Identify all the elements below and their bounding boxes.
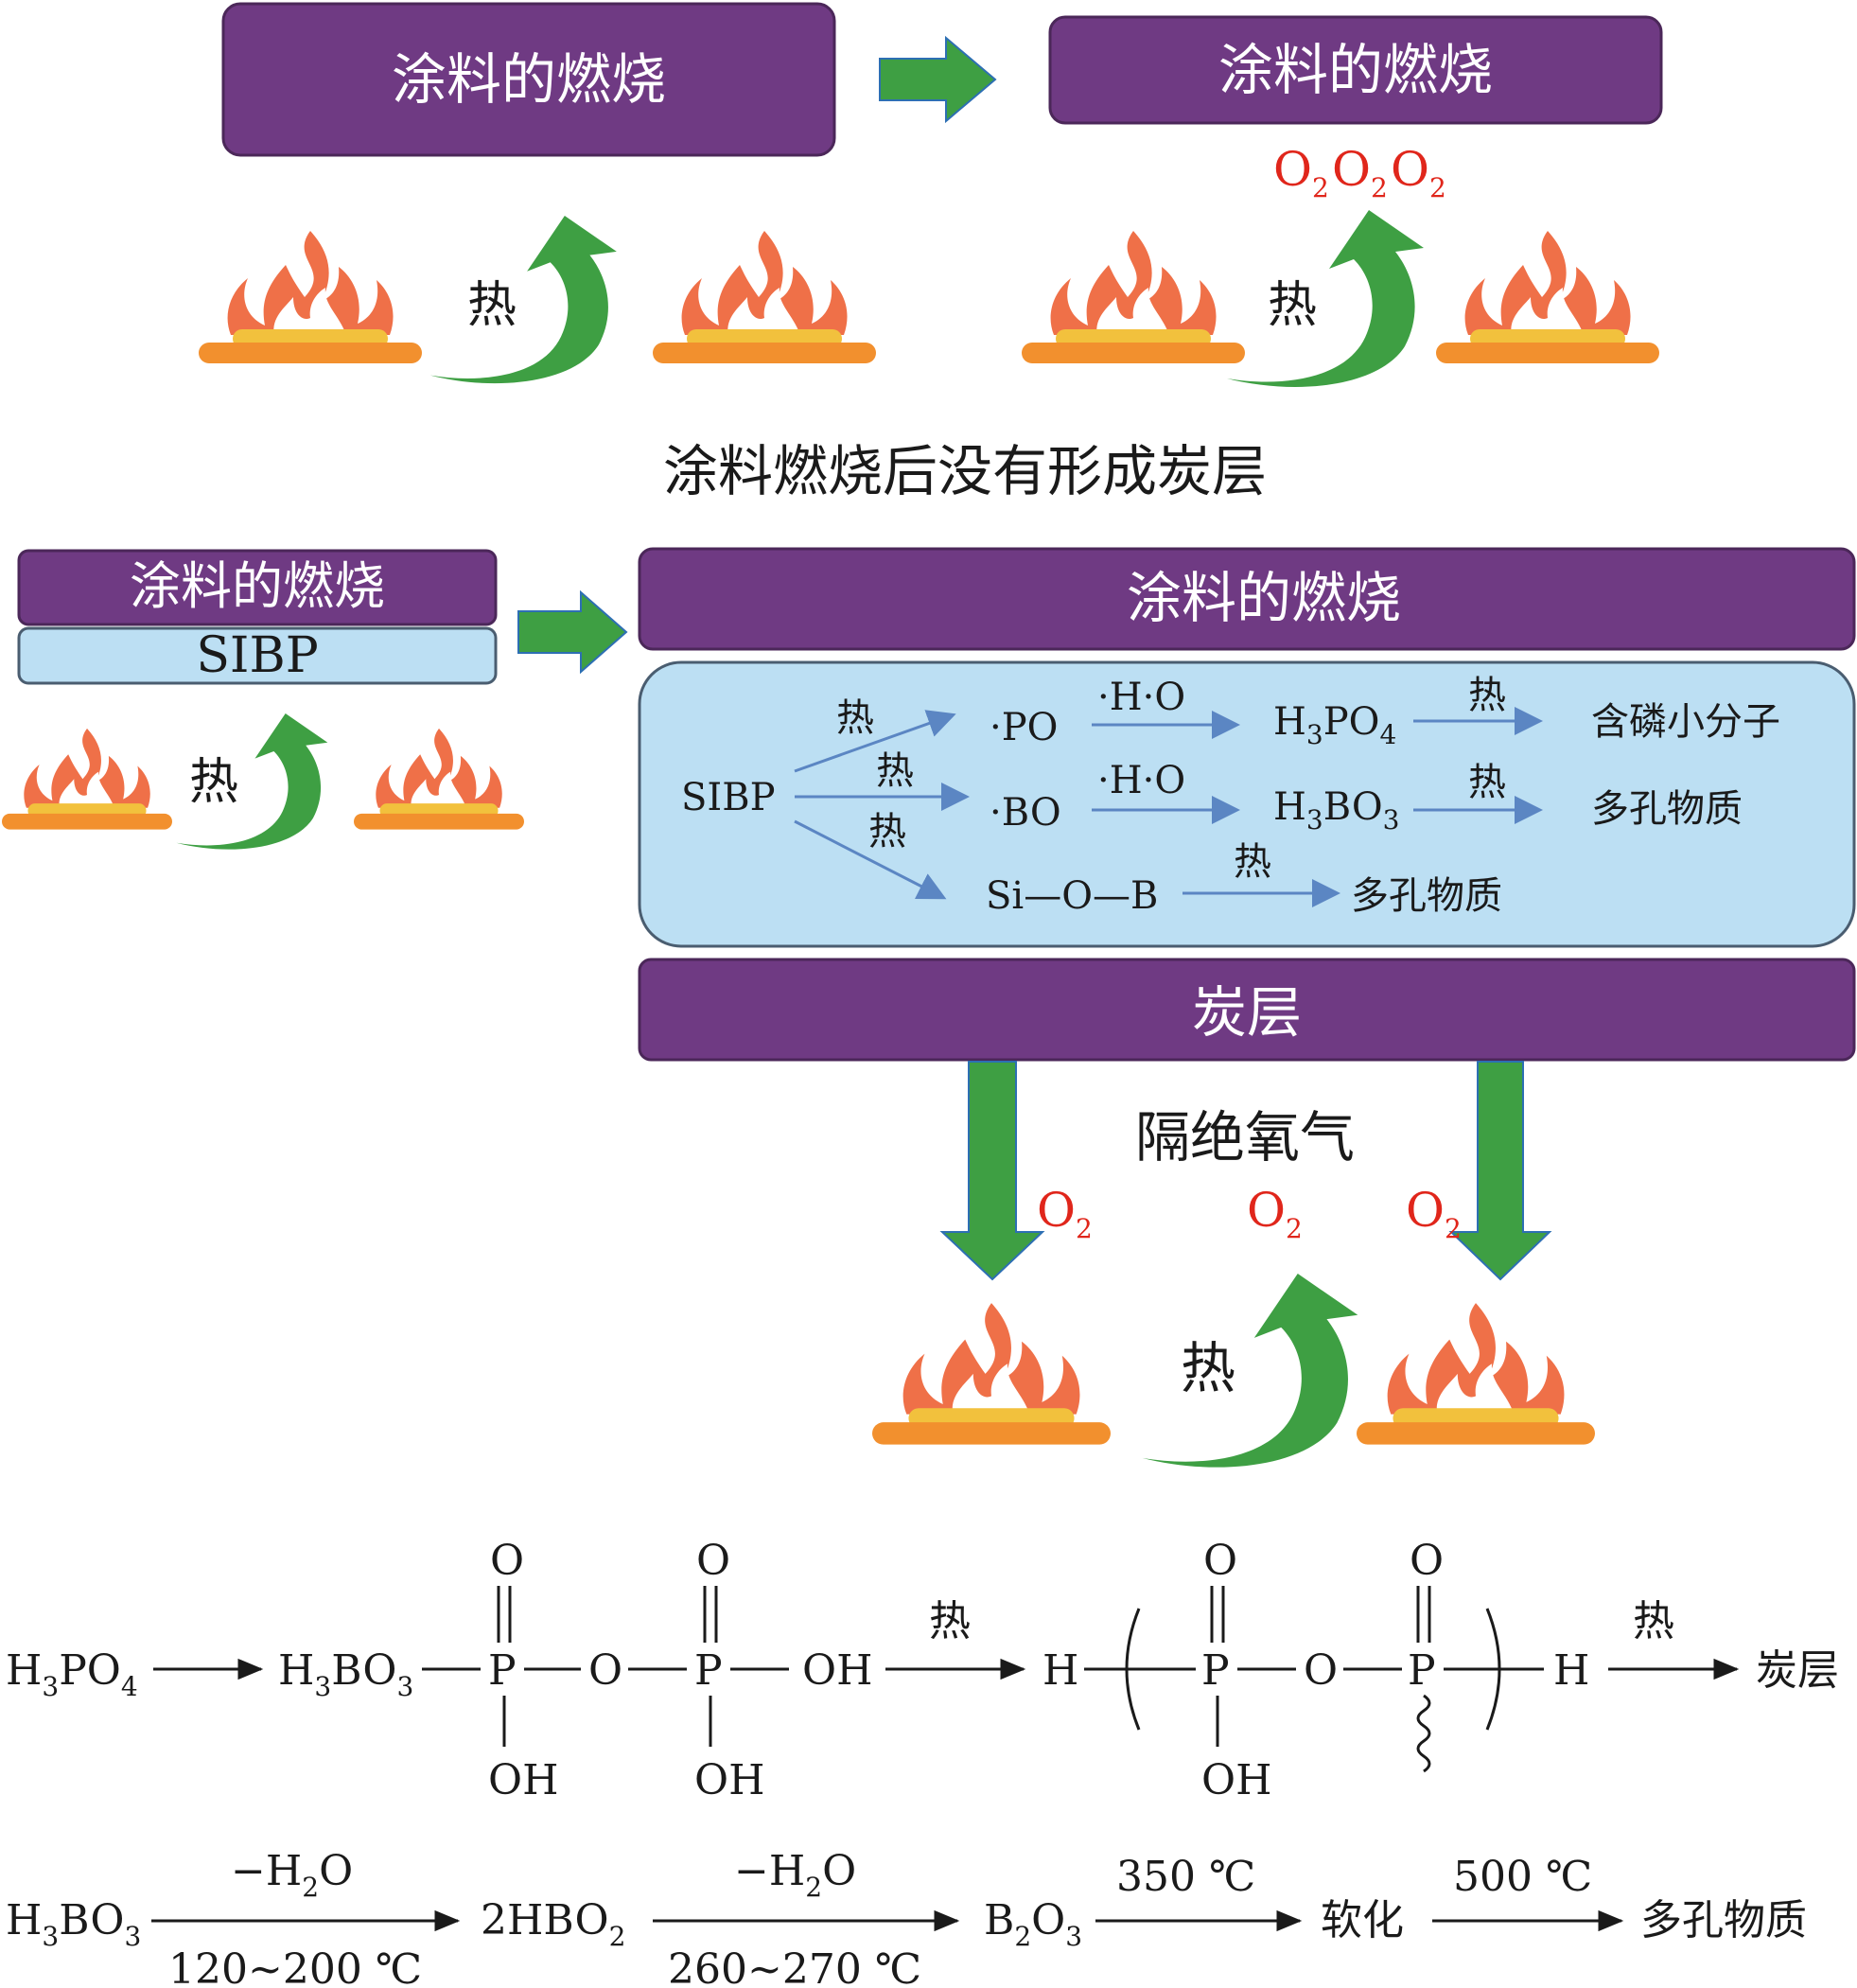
o2-label: O2	[1247, 1183, 1303, 1244]
middle-big-box	[638, 547, 1856, 651]
phosphorus-atom: P	[1201, 1646, 1230, 1695]
heat-label: 热	[836, 696, 874, 740]
hydroxyl: OH	[802, 1646, 872, 1695]
top-right-box-label: 涂料的燃烧	[1218, 38, 1493, 102]
hydroxyl: OH	[694, 1756, 764, 1804]
h3po4-formula: H3PO4	[1273, 700, 1396, 750]
phosphorus-small-molecules: 含磷小分子	[1591, 700, 1780, 744]
middle-right-arrow	[517, 589, 628, 675]
top-left-box	[221, 2, 836, 157]
h3po4-formula: H3PO4	[6, 1646, 138, 1702]
down-arrow-right	[1448, 1061, 1552, 1281]
char-layer-product: 炭层	[1756, 1646, 1839, 1695]
temperature-condition: 260~270 ℃	[668, 1945, 921, 1988]
h3bo3-formula: H3BO3	[1273, 785, 1399, 836]
temperature-condition: 350 ℃	[1116, 1853, 1255, 1901]
h3bo3-formula: H3BO3	[6, 1896, 141, 1952]
porous-material: 多孔物质	[1640, 1896, 1807, 1944]
oxygen-atom: O	[696, 1537, 730, 1585]
hydrogen-atom: H	[1553, 1646, 1589, 1695]
oxygen-atom: O	[588, 1646, 622, 1695]
ho-radical-label: ·H·O	[1097, 759, 1185, 802]
hydrogen-atom: H	[1042, 1646, 1078, 1695]
top-right-box	[1048, 15, 1663, 125]
middle-big-box-label: 涂料的燃烧	[1127, 566, 1401, 630]
reaction-arrow	[794, 819, 947, 900]
flame-icon	[199, 231, 422, 363]
temperature-condition: 500 ℃	[1453, 1853, 1592, 1901]
heat-label: 热	[868, 810, 906, 853]
porous-material: 多孔物质	[1351, 874, 1502, 918]
sibp-reactant: SIBP	[681, 776, 776, 819]
flame-icon	[1022, 231, 1245, 363]
heat-label: 热	[1268, 277, 1317, 334]
equation-phosphoric: H3PO4 H3BO3 P O OH O P O OH OH 热 H P O O…	[6, 1537, 1839, 1804]
sibp-box	[17, 626, 498, 685]
minus-water-label: −H2O	[231, 1847, 353, 1903]
o2-label: O2	[1273, 142, 1329, 203]
equation-boric: H3BO3 −H2O 120~200 ℃ 2HBO2 −H2O 260~270 …	[6, 1847, 1807, 1988]
flame-icon	[2, 728, 172, 830]
soften-label: 软化	[1321, 1896, 1404, 1944]
hbo2-formula: 2HBO2	[481, 1896, 625, 1952]
bo-radical: ·BO	[990, 791, 1061, 835]
heat-label: 热	[467, 277, 517, 334]
middle-small-box-label: 涂料的燃烧	[130, 556, 385, 616]
middle-section: 涂料的燃烧 SIBP 热 涂料的燃烧 SIBP 热 热 热 ·PO ·BO ·H…	[2, 547, 1856, 1468]
h3bo3-formula: H3BO3	[278, 1646, 413, 1702]
oxygen-atom: O	[490, 1537, 524, 1585]
flame-icon	[354, 728, 524, 830]
flame-icon	[1436, 231, 1659, 363]
o2-label: O2	[1391, 142, 1446, 203]
hydroxyl: OH	[488, 1756, 558, 1804]
o2-label: O2	[1406, 1183, 1462, 1244]
flame-icon	[1357, 1303, 1595, 1445]
top-left-box-label: 涂料的燃烧	[392, 47, 666, 112]
po-radical: ·PO	[990, 706, 1058, 749]
down-arrow-left	[939, 1061, 1045, 1281]
middle-small-box	[17, 549, 498, 626]
oxygen-atom: O	[1304, 1646, 1338, 1695]
top-caption: 涂料燃烧后没有形成炭层	[663, 439, 1267, 503]
heat-label: 热	[1234, 840, 1271, 884]
heat-label: 热	[1181, 1336, 1235, 1400]
heat-label: 热	[1468, 674, 1506, 717]
oxygen-atom: O	[1410, 1537, 1444, 1585]
heat-label: 热	[876, 749, 914, 793]
top-section: 涂料的燃烧 涂料的燃烧 O2 O2 O2 热 热 涂料燃烧后没有形成炭层	[199, 2, 1663, 503]
phosphorus-atom: P	[488, 1646, 517, 1695]
curved-arrow-icon	[429, 216, 617, 384]
char-layer-label: 炭层	[1192, 980, 1302, 1045]
porous-material: 多孔物质	[1591, 787, 1743, 831]
sibp-box-label: SIBP	[196, 627, 318, 684]
heat-label: 热	[1633, 1597, 1674, 1645]
hydroxyl: OH	[1201, 1756, 1271, 1804]
char-layer-box	[638, 958, 1856, 1062]
curved-arrow-icon	[1227, 210, 1424, 387]
phosphorus-atom: P	[1408, 1646, 1436, 1695]
o2-label: O2	[1332, 142, 1388, 203]
reaction-scheme: SIBP 热 热 热 ·PO ·BO ·H·O ·H·O H3PO4 H3BO3…	[681, 674, 1780, 918]
isolate-oxygen-label: 隔绝氧气	[1135, 1105, 1355, 1170]
b2o3-formula: B2O3	[984, 1896, 1082, 1952]
heat-label: 热	[189, 754, 238, 811]
ho-radical-label: ·H·O	[1097, 676, 1185, 719]
temperature-condition: 120~200 ℃	[168, 1945, 422, 1988]
minus-water-label: −H2O	[734, 1847, 856, 1903]
phosphorus-atom: P	[694, 1646, 723, 1695]
curved-arrow-icon	[1142, 1274, 1358, 1468]
top-o2-labels: O2 O2 O2	[1273, 142, 1446, 203]
reaction-arrow	[794, 710, 956, 773]
si-o-b-label: Si—O—B	[986, 874, 1158, 918]
flame-icon	[653, 231, 876, 363]
flame-icon	[872, 1303, 1111, 1445]
oxygen-atom: O	[1203, 1537, 1237, 1585]
heat-label: 热	[929, 1597, 971, 1645]
heat-label: 热	[1468, 761, 1506, 804]
top-right-arrow	[879, 35, 997, 124]
o2-label: O2	[1037, 1183, 1093, 1244]
